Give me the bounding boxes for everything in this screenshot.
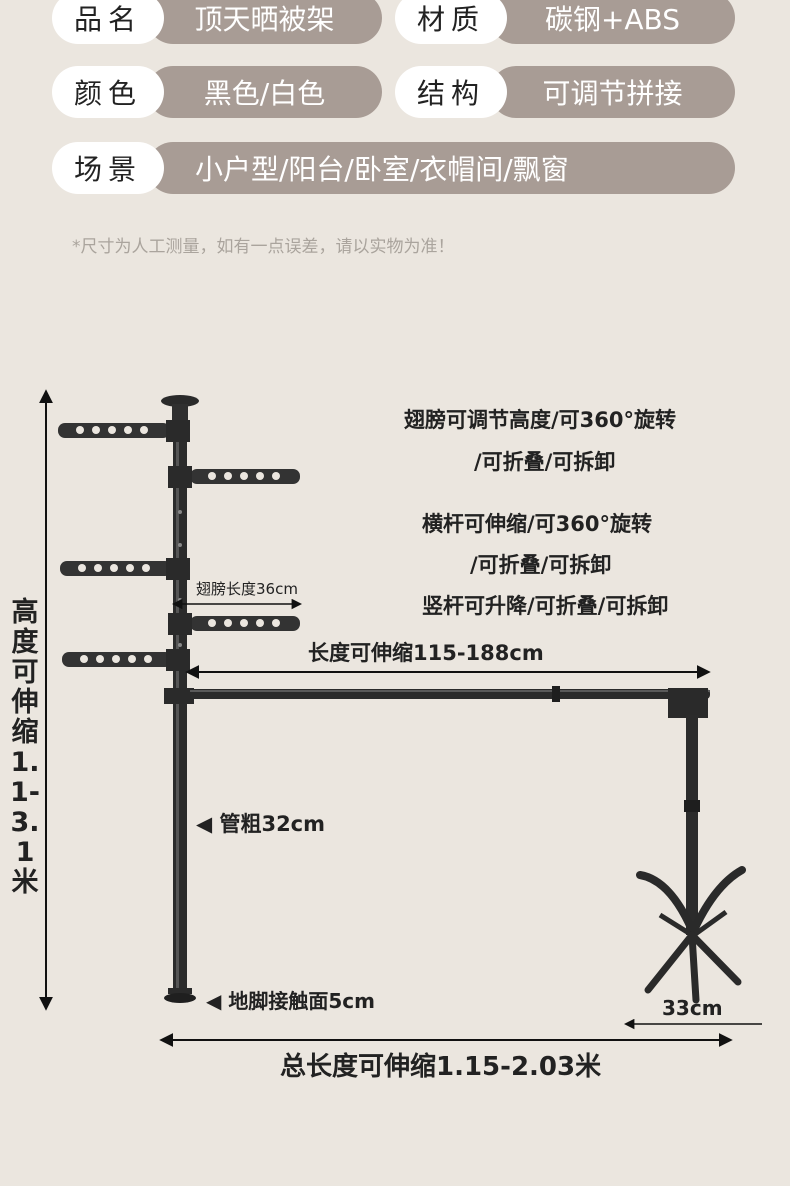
feature-bar-line2: /可折叠/可拆卸 [470,553,612,577]
feature-wing-line2: /可折叠/可拆卸 [474,450,616,474]
right-pole-tripod [636,715,746,1004]
spec-label: 颜色 [52,66,164,118]
bar-length-label: 长度可伸缩115-188cm [308,641,544,665]
feature-pole-line: 竖杆可升降/可折叠/可拆卸 [422,594,669,618]
foot-label: ◀ 地脚接触面5cm [206,989,375,1013]
feature-bar-line1: 横杆可伸缩/可360°旋转 [422,512,653,536]
wing-2 [168,466,300,488]
spec-value: 可调节拼接 [490,66,735,118]
spec-value: 顶天晒被架 [147,0,382,44]
spec-row-structure: 可调节拼接 结构 [395,66,735,118]
spec-row-material: 碳钢+ABS 材质 [395,0,735,44]
wing-4 [168,613,300,635]
spec-label: 结构 [395,66,507,118]
wing-length-label: 翅膀长度36cm [196,580,298,598]
spec-row-name: 顶天晒被架 品名 [52,0,382,44]
wing-5 [62,649,190,671]
wing-3 [60,558,190,580]
total-length-label: 总长度可伸缩1.15-2.03米 [280,1052,602,1082]
spec-value: 小户型/阳台/卧室/衣帽间/飘窗 [147,142,735,194]
feature-wing-line1: 翅膀可调节高度/可360°旋转 [404,408,677,432]
spec-label: 场景 [52,142,164,194]
spec-label: 材质 [395,0,507,44]
tripod-label: 33cm [662,996,723,1020]
spec-row-scene: 小户型/阳台/卧室/衣帽间/飘窗 场景 [52,142,735,194]
spec-row-color: 黑色/白色 颜色 [52,66,382,118]
horizontal-bar [164,686,710,718]
spec-label: 品名 [52,0,164,44]
wing-1 [58,420,190,442]
spec-value: 黑色/白色 [147,66,382,118]
spec-value: 碳钢+ABS [490,0,735,44]
height-label: 高度可伸缩1.1-3.1米 [10,597,40,898]
tube-label: ◀ 管粗32cm [196,812,326,836]
measurement-note: *尺寸为人工测量，如有一点误差，请以实物为准！ [72,237,455,257]
